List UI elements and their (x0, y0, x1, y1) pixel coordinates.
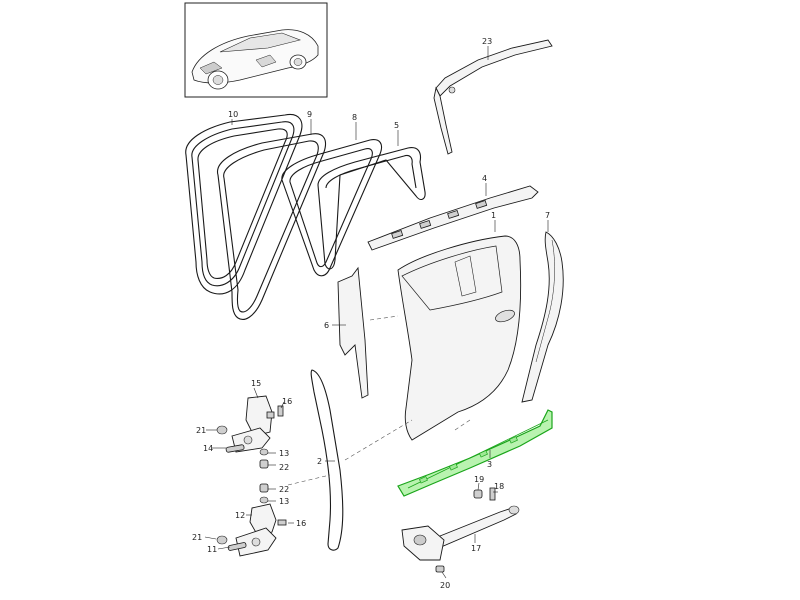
callout-12: 12 (235, 511, 245, 520)
part-6-b-pillar-trim[interactable] (337, 266, 369, 399)
callout-16a: 16 (282, 397, 292, 406)
part-9-inner-seal[interactable] (217, 133, 327, 320)
part-7-pillar-seal[interactable] (521, 231, 564, 403)
callout-21b: 21 (192, 533, 202, 542)
vehicle-thumbnail (184, 2, 328, 98)
part-4-belt-strip[interactable] (367, 185, 539, 251)
callout-9: 9 (307, 110, 312, 119)
part-2-lower-seal[interactable] (310, 369, 344, 551)
part-1-door-shell[interactable] (397, 235, 522, 441)
callout-15: 15 (251, 379, 261, 388)
callout-11: 11 (207, 545, 217, 554)
callout-13b: 13 (279, 497, 289, 506)
callout-7: 7 (545, 211, 550, 220)
lower-hinge-assembly[interactable] (216, 483, 287, 557)
callout-17: 17 (471, 544, 481, 553)
callout-3: 3 (487, 460, 492, 469)
callout-22a: 22 (279, 463, 289, 472)
door-check-strap[interactable] (401, 487, 520, 573)
part-10-door-seal[interactable] (185, 113, 303, 295)
callout-13a: 13 (279, 449, 289, 458)
callout-22b: 22 (279, 485, 289, 494)
callout-20: 20 (440, 581, 450, 590)
part-5-channel-seal[interactable] (317, 147, 426, 270)
upper-hinge-assembly[interactable] (216, 395, 284, 469)
callout-18: 18 (494, 482, 504, 491)
callout-10: 10 (228, 110, 238, 119)
callout-6: 6 (324, 321, 329, 330)
callout-14: 14 (203, 444, 213, 453)
part-3-sill-strip-highlighted[interactable] (397, 409, 553, 497)
part-8-window-frame[interactable] (281, 139, 383, 277)
callout-5: 5 (394, 121, 399, 130)
callout-1: 1 (491, 211, 496, 220)
callout-23: 23 (482, 37, 492, 46)
part-23-roof-trim[interactable] (433, 39, 553, 155)
callout-8: 8 (352, 113, 357, 122)
callout-16b: 16 (296, 519, 306, 528)
callout-19: 19 (474, 475, 484, 484)
callout-4: 4 (482, 174, 487, 183)
callout-21a: 21 (196, 426, 206, 435)
callout-2: 2 (317, 457, 322, 466)
